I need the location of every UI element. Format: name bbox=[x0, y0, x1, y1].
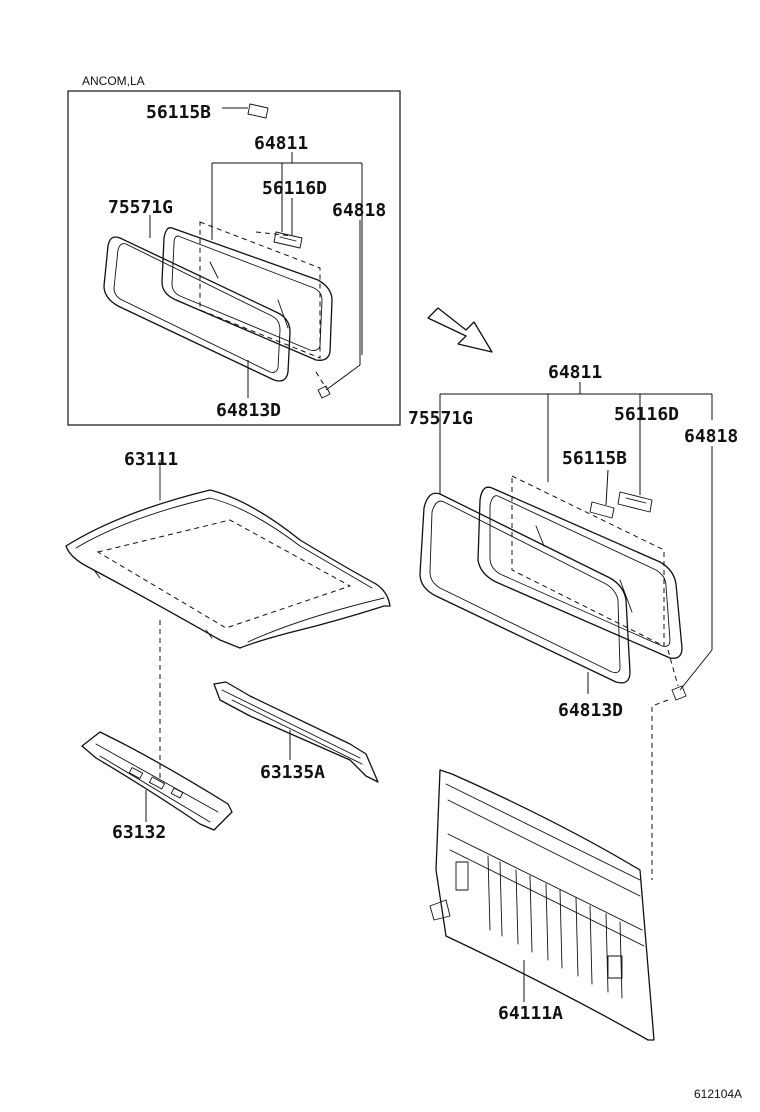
label-64813d-box: 64813D bbox=[216, 400, 281, 421]
label-63135a: 63135A bbox=[260, 762, 325, 783]
label-64111a: 64111A bbox=[498, 1003, 563, 1024]
label-75571g-box: 75571G bbox=[108, 197, 173, 218]
sticker-56115b-box bbox=[222, 103, 269, 119]
variant-box: ANCOM,LA bbox=[67, 74, 401, 426]
window-seal-box bbox=[103, 215, 291, 382]
sticker-56116d-box bbox=[273, 198, 303, 249]
label-64818: 64818 bbox=[684, 426, 738, 447]
label-64811-box: 64811 bbox=[254, 133, 308, 154]
back-panel-drawing bbox=[429, 769, 655, 1041]
label-56115b: 56115B bbox=[562, 448, 627, 469]
label-56115b-box: 56115B bbox=[146, 102, 211, 123]
roof-panel-drawing bbox=[65, 459, 391, 649]
label-75571g: 75571G bbox=[408, 408, 473, 429]
label-56116d-box: 56116D bbox=[262, 178, 327, 199]
roof-bow-rear-drawing bbox=[213, 681, 379, 783]
roof-bow-front-drawing bbox=[81, 731, 233, 831]
window-backpanel-link bbox=[651, 699, 669, 880]
label-64811: 64811 bbox=[548, 362, 602, 383]
label-63111: 63111 bbox=[124, 449, 178, 470]
label-64813d: 64813D bbox=[558, 700, 623, 721]
label-64818-box: 64818 bbox=[332, 200, 386, 221]
direction-arrow-icon bbox=[427, 307, 493, 353]
variant-condition-label: ANCOM,LA bbox=[82, 74, 145, 88]
rear-window-glass-box bbox=[161, 221, 333, 361]
label-63132: 63132 bbox=[112, 822, 166, 843]
figure-code: 612104A bbox=[694, 1087, 742, 1101]
label-56116d: 56116D bbox=[614, 404, 679, 425]
window-assembly-main bbox=[419, 382, 713, 701]
clip-64818-box bbox=[315, 220, 361, 399]
variant-box-frame bbox=[67, 90, 401, 426]
window-assy-bracket-box bbox=[211, 152, 363, 355]
